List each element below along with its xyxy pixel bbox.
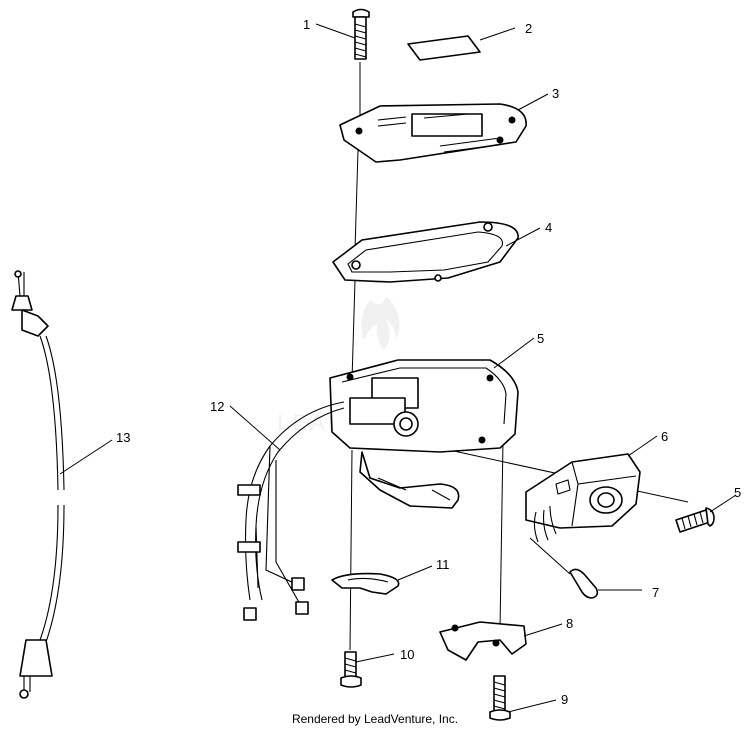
assembly-axis-right [499,439,504,631]
callout-3: 3 [552,86,559,101]
leader-13 [59,439,113,475]
part-12-wiring-harness [237,401,345,621]
callout-11: 11 [436,557,450,572]
leader-3 [517,93,549,111]
part-3-top-cover [339,103,527,163]
callout-12: 12 [210,399,224,414]
part-2-label [407,35,481,61]
leader-4 [505,227,541,247]
callout-5a: 5 [537,331,544,346]
leader-5a [493,337,535,369]
part-11-spring-clip [331,572,400,595]
part-5-housing [329,359,519,509]
callout-9: 9 [561,692,568,707]
part-6-switch [525,453,641,543]
leader-2 [479,27,516,41]
assembly-axis-left [349,62,361,651]
callout-8: 8 [566,616,573,631]
callout-6: 6 [661,429,668,444]
leader-8 [523,623,563,637]
footer-credit: Rendered by LeadVenture, Inc. [291,712,459,726]
leader-10 [355,653,395,663]
part-8-clamp [439,621,527,661]
leader-12 [229,405,281,451]
part-9-screw [489,675,511,721]
part-13-throttle-cable [11,270,65,699]
leader-11 [397,565,433,581]
callout-4: 4 [545,220,552,235]
callout-5b: 5 [734,485,741,500]
part-4-gasket [332,221,519,283]
part-5-screw [675,507,715,533]
callout-1: 1 [303,17,310,32]
leader-6 [627,435,658,457]
leader-5b [709,494,737,513]
callout-7: 7 [652,585,659,600]
callout-2: 2 [525,21,532,36]
callout-13: 13 [116,430,130,445]
part-10-screw [340,651,362,688]
callout-10: 10 [400,647,414,662]
leader-1 [315,23,356,39]
part-1-screw [352,8,370,60]
leader-9 [507,699,557,713]
part-7-bulb [529,537,599,599]
